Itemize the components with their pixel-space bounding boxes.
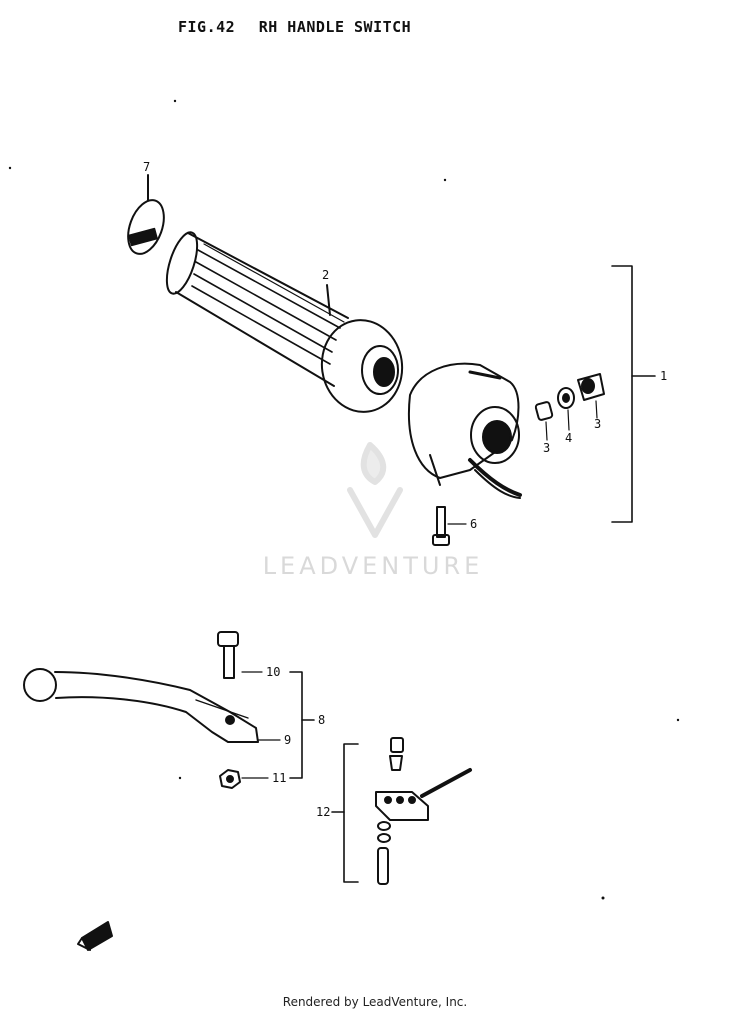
part-7-end-cap	[127, 174, 165, 255]
part-2-grip	[165, 231, 404, 413]
part-1-bracket	[611, 265, 656, 523]
callout-10: 10	[266, 665, 280, 679]
callout-4: 4	[565, 431, 572, 445]
figure-title: FIG.42 RH HANDLE SWITCH	[178, 18, 425, 36]
callout-3-bushing: 3	[594, 417, 601, 431]
part-10-pivot-bolt	[217, 631, 263, 679]
callout-11: 11	[272, 771, 286, 785]
scan-specks	[8, 99, 680, 900]
callout-7: 7	[143, 160, 150, 174]
part-3-bushing	[577, 373, 605, 419]
figure-number: FIG.42	[178, 18, 236, 36]
part-12-bracket	[331, 743, 359, 883]
part-6-bolt	[432, 506, 467, 546]
part-9-brake-lever	[23, 668, 281, 743]
part-4-washer	[557, 387, 575, 431]
watermark-text: LEADVENTURE	[263, 552, 484, 580]
part-11-nut	[219, 769, 269, 789]
callout-3-small: 3	[543, 441, 550, 455]
part-3-screw-small	[534, 401, 554, 441]
watermark-logo	[347, 442, 403, 538]
footer-credit: Rendered by LeadVenture, Inc.	[282, 995, 468, 1009]
callout-12: 12	[316, 805, 330, 819]
callout-9: 9	[284, 733, 291, 747]
callout-1: 1	[660, 369, 667, 383]
callout-6: 6	[470, 517, 477, 531]
figure-name: RH HANDLE SWITCH	[258, 18, 412, 36]
part-1-switch-housing	[408, 362, 522, 499]
callout-8: 8	[318, 713, 325, 727]
callout-2: 2	[322, 268, 329, 282]
part-12-switch-assembly	[375, 737, 472, 885]
part-8-bracket	[289, 671, 315, 779]
front-arrow-icon	[77, 921, 113, 951]
